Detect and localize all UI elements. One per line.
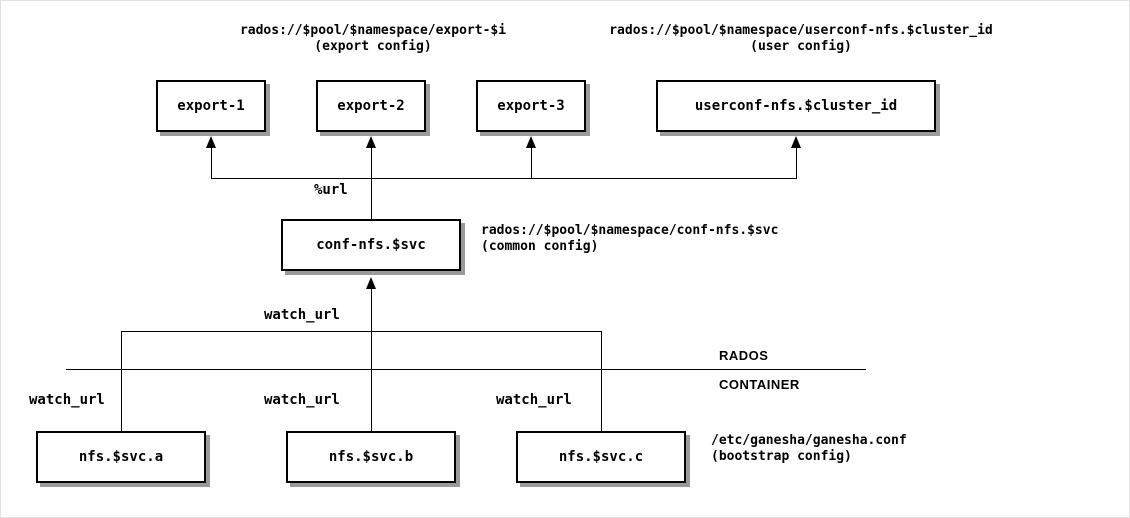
- label-common-config-caption: (common config): [481, 239, 599, 254]
- label-bootstrap-caption: (bootstrap config): [711, 449, 852, 464]
- arrow-to-export-2: [366, 136, 376, 148]
- label-watch-url-a: watch_url: [29, 392, 105, 408]
- arrow-to-conf: [366, 277, 376, 289]
- label-container-zone: CONTAINER: [719, 377, 800, 392]
- box-nfs-svc-b: nfs.$svc.b: [286, 431, 456, 483]
- label-watch-url-b: watch_url: [264, 392, 340, 408]
- edge-daemon-b: [371, 331, 372, 431]
- box-export-3: export-3: [476, 80, 586, 132]
- box-export-2: export-2: [316, 80, 426, 132]
- edge-export-1: [211, 148, 212, 178]
- label-common-config-path: rados://$pool/$namespace/conf-nfs.$svc: [481, 223, 779, 238]
- separator-rados-container: [66, 369, 866, 370]
- connector-top: [211, 178, 797, 179]
- edge-daemon-c: [601, 331, 602, 431]
- label-watch-url-top: watch_url: [264, 307, 340, 323]
- label-export-config-path: rados://$pool/$namespace/export-$i: [239, 23, 507, 38]
- edge-userconf: [796, 148, 797, 178]
- edge-conf-to-connector: [371, 178, 372, 219]
- arrow-to-export-1: [206, 136, 216, 148]
- label-rados-zone: RADOS: [719, 348, 769, 363]
- edge-export-3: [531, 148, 532, 178]
- box-nfs-svc-c: nfs.$svc.c: [516, 431, 686, 483]
- connector-bottom: [121, 331, 601, 332]
- arrow-to-userconf: [791, 136, 801, 148]
- edge-export-2: [371, 148, 372, 178]
- edge-daemon-a: [121, 331, 122, 431]
- box-nfs-svc-a: nfs.$svc.a: [36, 431, 206, 483]
- label-user-config-path: rados://$pool/$namespace/userconf-nfs.$c…: [609, 23, 993, 38]
- box-userconf: userconf-nfs.$cluster_id: [656, 80, 936, 132]
- label-export-config-caption: (export config): [314, 39, 432, 54]
- label-user-config-caption: (user config): [750, 39, 852, 54]
- box-export-1: export-1: [156, 80, 266, 132]
- label-bootstrap-path: /etc/ganesha/ganesha.conf: [711, 433, 907, 448]
- label-watch-url-c: watch_url: [496, 392, 572, 408]
- box-conf: conf-nfs.$svc: [281, 219, 461, 271]
- arrow-to-export-3: [526, 136, 536, 148]
- label-url: %url: [314, 182, 348, 198]
- edge-watch-url-top: [371, 289, 372, 331]
